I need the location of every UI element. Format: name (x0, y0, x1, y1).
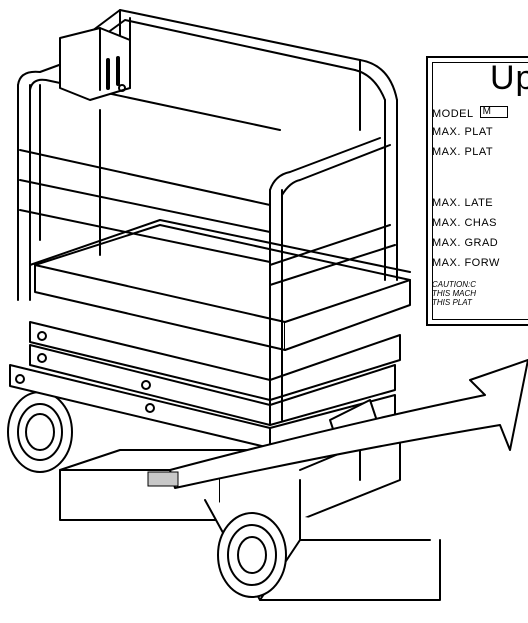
plate-caution-line: THIS PLAT (432, 298, 472, 307)
control-box (59, 27, 131, 101)
front-wheel (7, 391, 73, 473)
plate-row: MAX. GRAD (432, 237, 499, 249)
serial-plate-location (147, 471, 179, 487)
plate-row: MAX. PLAT (432, 126, 494, 138)
plate-model-box: M (479, 106, 508, 118)
plate-brand: Up (490, 59, 528, 97)
scissor-stack (9, 321, 401, 481)
plate-row: MAX. PLAT (432, 146, 494, 158)
plate-model-row: MODEL M (432, 106, 508, 120)
serial-plate-frame (432, 62, 528, 320)
plate-caution-line: THIS MACH (432, 289, 476, 298)
plate-caution-line: CAUTION:C (432, 280, 476, 289)
plate-row: MAX. LATE (432, 197, 494, 209)
plate-row: MAX. FORW (432, 257, 500, 269)
plate-row: MAX. CHAS (432, 217, 498, 229)
platform-deck (29, 219, 411, 351)
rear-wheel (217, 512, 287, 598)
plate-model-label: MODEL (432, 108, 474, 120)
plate-model-box-text: M (482, 106, 492, 117)
callout-arrow (169, 359, 528, 489)
